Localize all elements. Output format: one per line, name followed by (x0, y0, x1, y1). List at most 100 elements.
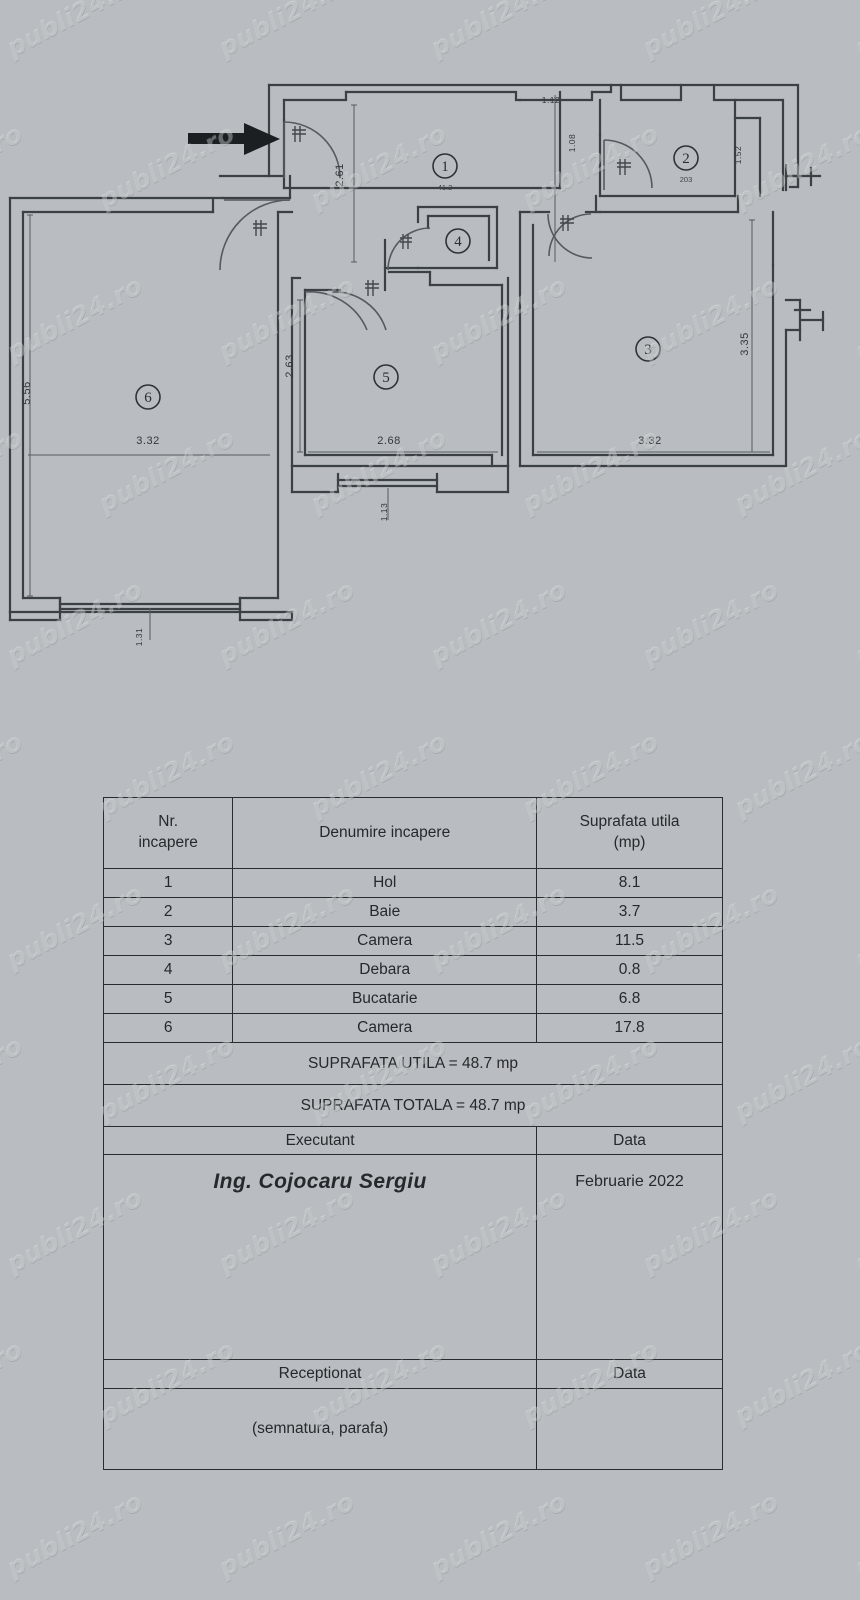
summary-totala: SUPRAFATA TOTALA = 48.7 mp (103, 1084, 723, 1127)
receptionat-header-row: Receptionat Data (102, 1359, 723, 1389)
room-number-circle (445, 228, 471, 254)
room-number-circle (135, 384, 161, 410)
header-suprafata-line1: Suprafata utila (579, 813, 680, 831)
blank-left (102, 1209, 538, 1360)
room-marker-6: 6 (135, 384, 161, 410)
cell-name: Hol (232, 868, 538, 898)
dimension-label: 1.08 (567, 134, 577, 153)
watermark-text: publi24.ro (729, 1334, 860, 1431)
dimension-label: 1.31 (134, 628, 144, 647)
cell-nr: 4 (102, 955, 234, 985)
header-nr-incapere: Nr. incapere (102, 797, 234, 869)
receptionat-data-label: Data (536, 1359, 723, 1389)
cell-nr: 3 (102, 926, 234, 956)
cell-name: Baie (232, 897, 538, 927)
header-suprafata: Suprafata utila (mp) (536, 797, 723, 869)
cell-name: Camera (232, 926, 538, 956)
dimension-label: 2.61 (334, 163, 346, 186)
dimension-labels: 3.325.562.682.633.323.352.611.121.081.52… (21, 95, 751, 646)
summary-totala-row: SUPRAFATA TOTALA = 48.7 mp (103, 1084, 723, 1127)
dimension-label: 2.63 (284, 354, 296, 377)
header-denumire: Denumire incapere (232, 797, 538, 869)
summary-utila-row: SUPRAFATA UTILA = 48.7 mp (103, 1042, 723, 1085)
cell-area: 11.5 (536, 926, 723, 956)
dimension-label: 3.32 (136, 435, 159, 447)
watermark-text: publi24.ro (637, 1486, 784, 1583)
cell-name: Camera (232, 1013, 538, 1043)
dimension-label: 3.32 (638, 435, 661, 447)
room-marker-4: 4 (445, 228, 471, 254)
room-number-label: 5 (382, 370, 390, 386)
watermark-text: publi24.ro (729, 726, 860, 823)
cell-nr: 2 (102, 897, 234, 927)
room-schedule-table: Nr. incapere Denumire incapere Suprafata… (102, 797, 723, 1470)
cell-area: 3.7 (536, 897, 723, 927)
watermark-text: publi24.ro (0, 726, 28, 823)
cell-area: 8.1 (536, 868, 723, 898)
signature-label: (semnatura, parafa) (102, 1388, 538, 1470)
executant-label: Executant (102, 1126, 538, 1155)
room-marker-1: 141.2 (432, 153, 458, 192)
table-header-row: Nr. incapere Denumire incapere Suprafata… (102, 797, 723, 869)
dimension-label: 1.52 (733, 146, 743, 165)
watermark-text: publi24.ro (213, 1486, 360, 1583)
room-number-circle (432, 153, 458, 179)
executant-header-row: Executant Data (102, 1126, 723, 1155)
room-marker-2: 2 203 (673, 145, 699, 184)
cell-name: Debara (232, 955, 538, 985)
room-number-circle (635, 336, 661, 362)
executant-name: Ing. Cojocaru Sergiu (102, 1154, 538, 1209)
room-number-label: 4 (454, 234, 462, 250)
dimension-label: 1.12 (542, 95, 561, 105)
watermark-text: publi24.ro (0, 1334, 28, 1431)
header-nr-line2: incapere (138, 834, 198, 851)
watermark-text: publi24.ro (729, 1030, 860, 1127)
dimension-label: 5.56 (21, 381, 33, 404)
room-number-label: 2 (682, 151, 690, 167)
receptionat-label: Receptionat (102, 1359, 538, 1389)
cell-nr: 6 (102, 1013, 234, 1043)
room-number-circle (673, 145, 699, 171)
header-suprafata-line2: (mp) (613, 834, 646, 851)
watermark-text: publi24.ro (849, 1486, 860, 1583)
room-number-label: 1 (441, 159, 449, 175)
executant-row: Ing. Cojocaru Sergiu Februarie 2022 (102, 1154, 723, 1209)
blank-right (536, 1209, 723, 1360)
executant-date: Februarie 2022 (536, 1154, 723, 1209)
room-marker-5: 5 (373, 364, 399, 390)
cell-area: 0.8 (536, 955, 723, 985)
plan-walls (8, 83, 825, 622)
cell-nr: 1 (102, 868, 234, 898)
door-swings (219, 121, 653, 331)
room-dimension-micro-label: 203 (680, 175, 693, 184)
watermark-text: publi24.ro (425, 1486, 572, 1583)
watermark-text: publi24.ro (1, 1486, 148, 1583)
room-number-label: 3 (644, 342, 652, 358)
cell-area: 6.8 (536, 984, 723, 1014)
room-marker-3: 3 (635, 336, 661, 362)
door-symbols (253, 126, 631, 296)
blank-spacer-row (102, 1209, 723, 1360)
dimension-label: 1.13 (379, 503, 389, 522)
watermark-text: publi24.ro (0, 1030, 28, 1127)
watermark-text: publi24.ro (849, 1182, 860, 1279)
dimension-label: 2.68 (377, 435, 400, 447)
watermark-text: publi24.ro (849, 878, 860, 975)
entrance-arrow-icon (186, 122, 282, 161)
room-markers: 141.2 2 203 3 4 5 6 (135, 145, 699, 410)
dimension-lines (27, 95, 770, 640)
executant-data-label: Data (536, 1126, 723, 1155)
cell-area: 17.8 (536, 1013, 723, 1043)
summary-utila: SUPRAFATA UTILA = 48.7 mp (103, 1042, 723, 1085)
receptionat-date (536, 1388, 723, 1470)
header-nr-line1: Nr. (158, 813, 179, 831)
cell-nr: 5 (102, 984, 234, 1014)
room-number-circle (373, 364, 399, 390)
cell-name: Bucatarie (232, 984, 538, 1014)
